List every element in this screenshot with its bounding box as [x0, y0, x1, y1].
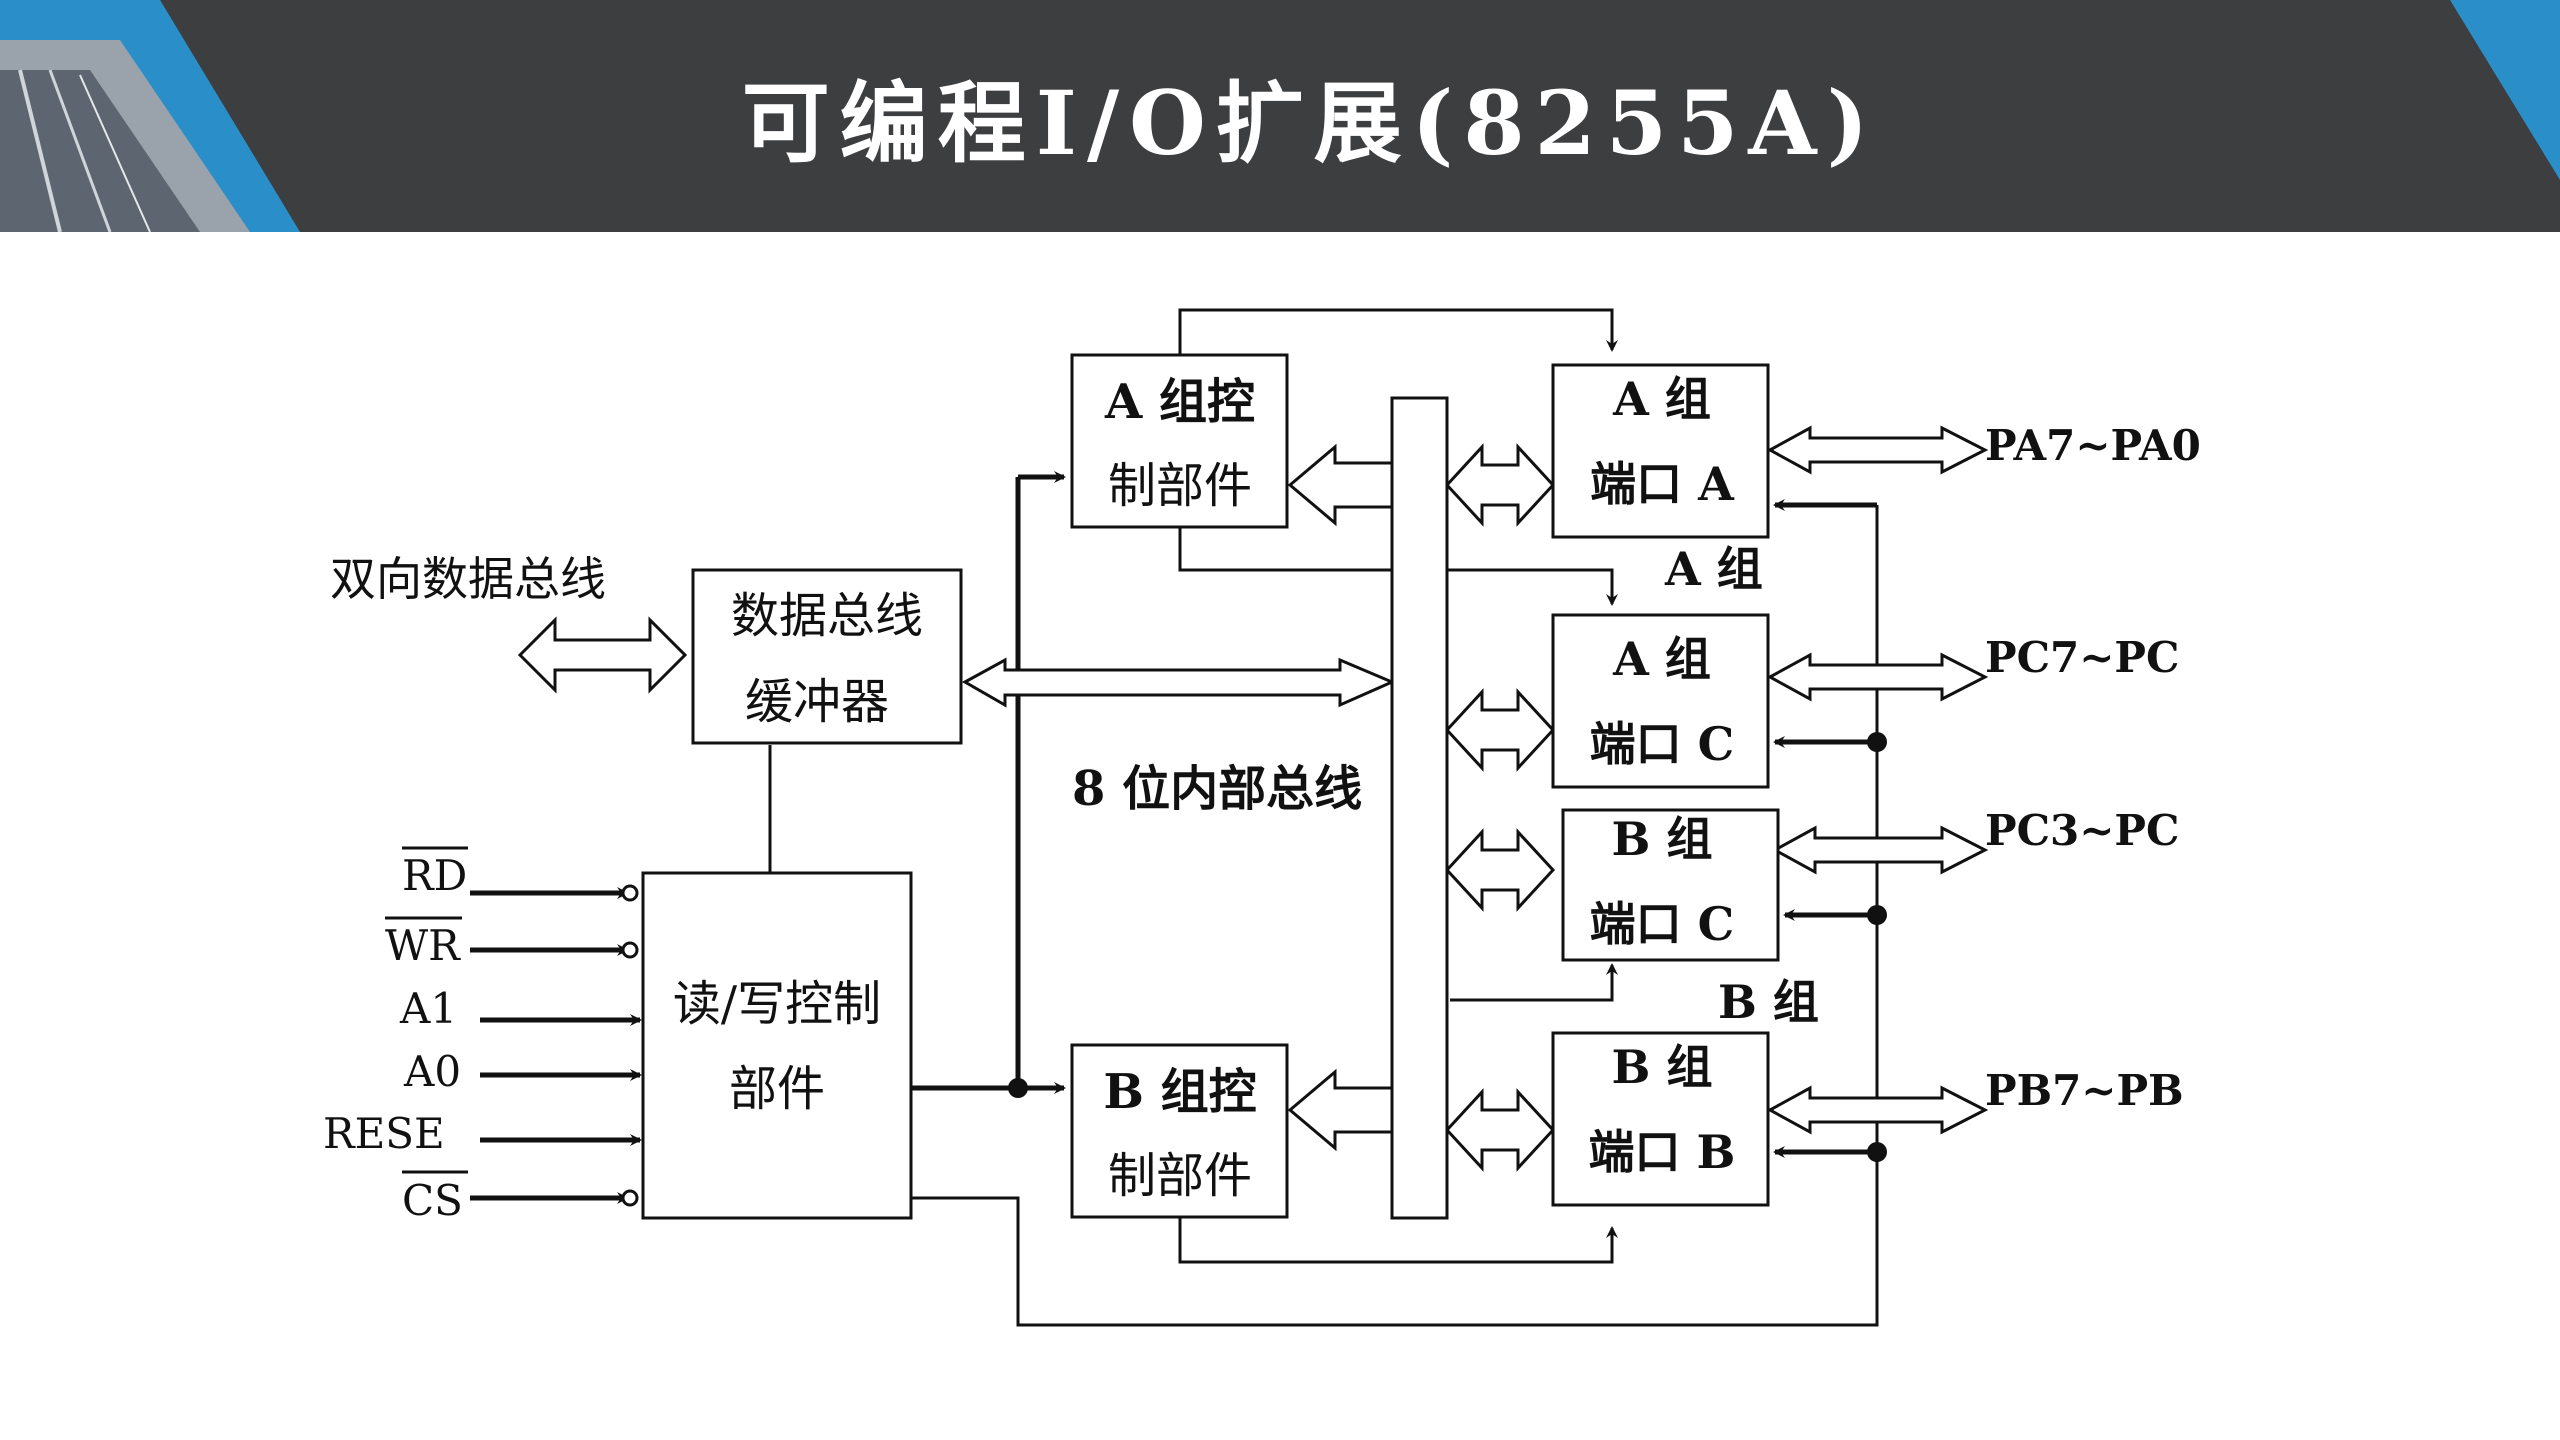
input-signal-lines	[385, 846, 642, 1207]
slide-title: 可编程I/O扩展(8255A)	[741, 70, 1879, 175]
input-rd-label: RD	[402, 851, 467, 900]
input-a0-label: A0	[403, 1047, 461, 1096]
output-pc-upper-label: PC7~PC	[1985, 633, 2179, 682]
control-lines	[768, 308, 1887, 1327]
group-b-control-label-line1: B 组控	[1103, 1064, 1256, 1120]
header-bar	[0, 0, 2560, 232]
group-a-control-label-line2: 制部件	[1108, 458, 1252, 514]
buffer-label-line2: 缓冲器	[745, 674, 889, 730]
group-a-control-label-line1: A 组控	[1104, 374, 1255, 430]
rw-control-label-line1: 读/写控制	[673, 976, 881, 1032]
group-b-label: B 组	[1718, 975, 1819, 1029]
port-c-upper-label-line1: A 组	[1612, 632, 1711, 686]
port-c-lower-label-line2: 端口 C	[1590, 897, 1735, 951]
header-left-decoration	[0, 0, 300, 232]
group-a-control-box	[1070, 353, 1289, 529]
port-c-upper-box	[1551, 613, 1770, 789]
output-pb-label: PB7~PB	[1985, 1066, 2184, 1115]
group-b-control-label-line2: 制部件	[1108, 1148, 1252, 1204]
group-b-control-box	[1070, 1043, 1289, 1219]
port-a-box	[1551, 363, 1770, 539]
port-b-label-line2: 端口 B	[1589, 1125, 1736, 1179]
port-c-upper-label-line2: 端口 C	[1590, 717, 1735, 771]
bidirectional-bus-label: 双向数据总线	[330, 552, 606, 606]
input-cs-label: CS	[402, 1176, 463, 1225]
bus-arrows	[517, 425, 1989, 1172]
port-c-lower-label-line1: B 组	[1612, 812, 1713, 866]
output-pc-lower-label: PC3~PC	[1985, 806, 2179, 855]
port-a-label-line1: A 组	[1612, 372, 1711, 426]
rw-control-label-line2: 部件	[729, 1061, 825, 1117]
port-b-label-line1: B 组	[1612, 1040, 1713, 1094]
internal-bus-bar	[1390, 396, 1449, 1220]
port-a-label-line2: 端口 A	[1590, 457, 1735, 511]
output-pa-label: PA7~PA0	[1985, 421, 2201, 470]
internal-bus-label: 8 位内部总线	[1072, 761, 1362, 817]
group-a-label: A 组	[1664, 542, 1763, 596]
input-a1-label: A1	[399, 984, 457, 1033]
input-reset-label: RESE	[323, 1109, 445, 1158]
port-c-lower-box	[1561, 808, 1780, 962]
header-right-decoration	[2450, 0, 2560, 180]
port-b-box	[1551, 1031, 1770, 1207]
rw-control-box	[641, 871, 913, 1220]
data-bus-buffer-box	[691, 568, 963, 745]
input-wr-label: WR	[385, 921, 461, 970]
buffer-label-line1: 数据总线	[731, 588, 923, 644]
